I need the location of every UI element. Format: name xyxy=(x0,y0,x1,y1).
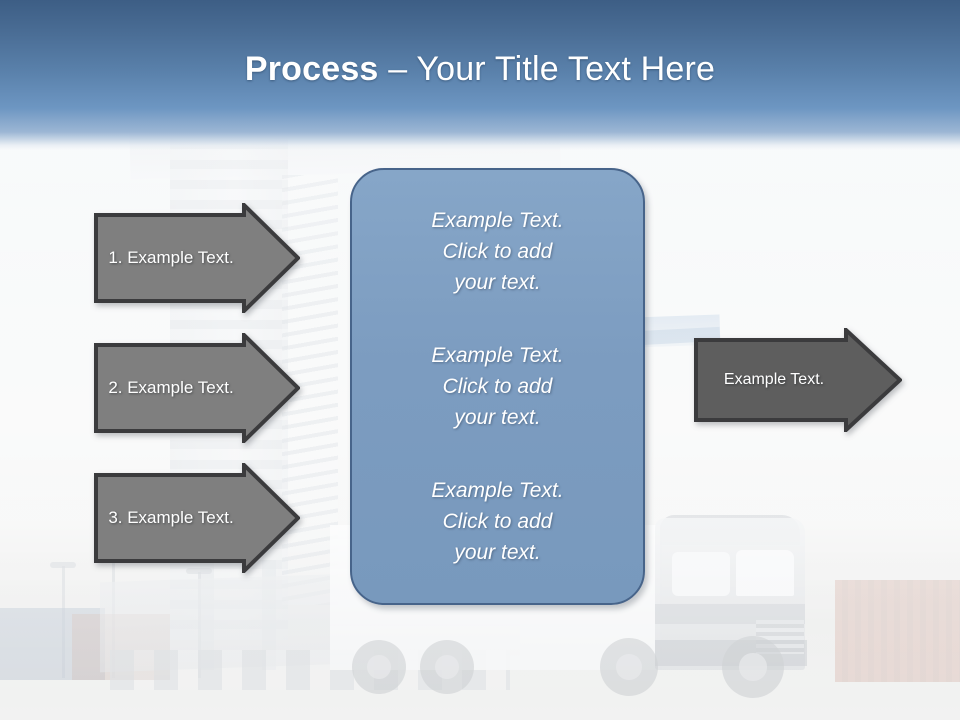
arrow-right-icon xyxy=(94,203,300,313)
input-arrow-1[interactable]: 1. Example Text. xyxy=(94,203,300,313)
arrow-right-icon xyxy=(694,328,902,432)
process-panel[interactable]: Example Text. Click to add your text. Ex… xyxy=(350,168,645,605)
process-panel-block-3: Example Text. Click to add your text. xyxy=(431,479,564,564)
output-arrow[interactable]: Example Text. xyxy=(694,328,902,432)
input-arrow-2[interactable]: 2. Example Text. xyxy=(94,333,300,443)
input-arrow-3[interactable]: 3. Example Text. xyxy=(94,463,300,573)
arrow-right-icon xyxy=(94,463,300,573)
output-arrow-label: Example Text. xyxy=(723,371,825,388)
process-panel-block-2: Example Text. Click to add your text. xyxy=(431,344,564,429)
input-arrow-3-label: 3. Example Text. xyxy=(108,508,234,527)
process-panel-block-1: Example Text. Click to add your text. xyxy=(431,209,564,294)
page-title: Process – Your Title Text Here xyxy=(0,48,960,90)
arrow-right-icon xyxy=(94,333,300,443)
input-arrow-1-label: 1. Example Text. xyxy=(108,248,234,267)
input-arrow-2-label: 2. Example Text. xyxy=(108,378,234,397)
header-band xyxy=(0,0,960,150)
page-title-rest: – Your Title Text Here xyxy=(378,50,716,88)
page-title-strong: Process xyxy=(244,50,379,88)
